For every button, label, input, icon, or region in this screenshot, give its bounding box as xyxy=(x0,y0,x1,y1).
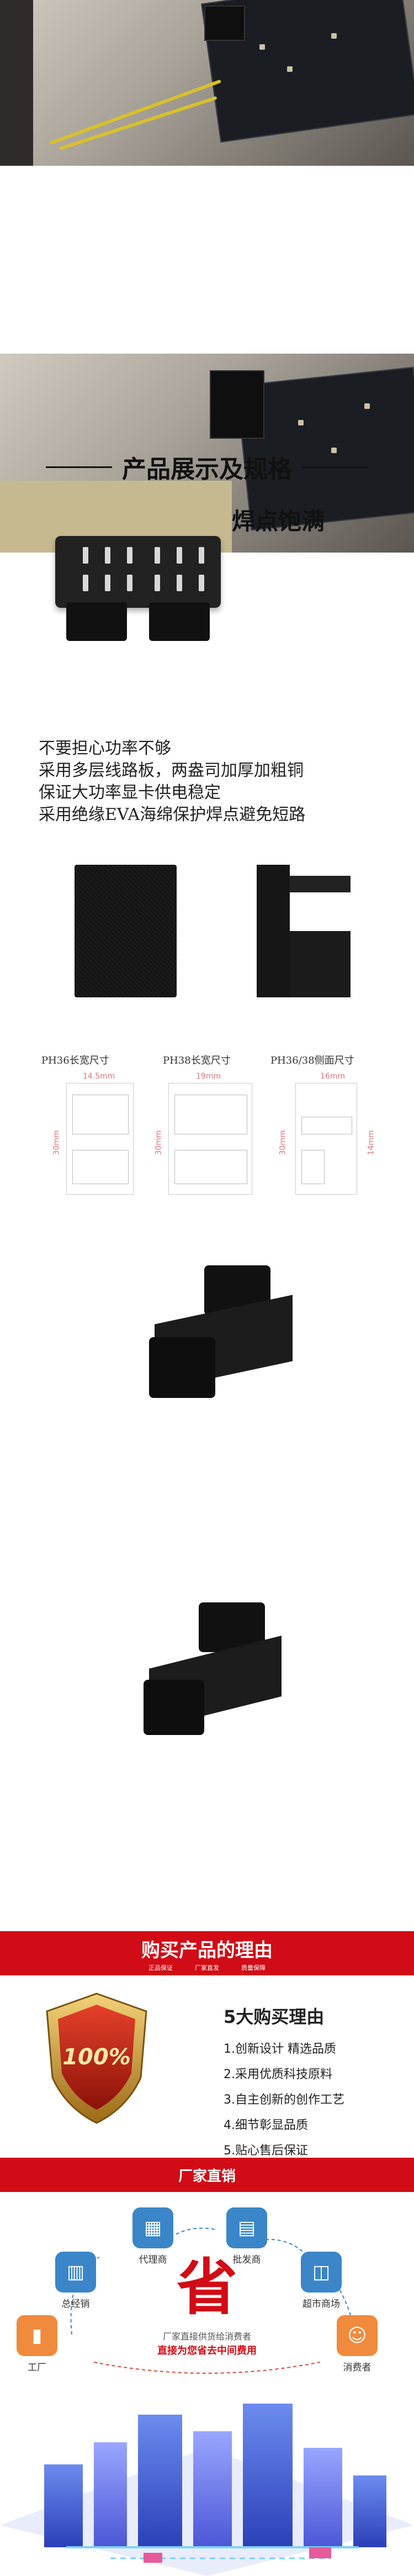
node-factory: ▮ 工厂 xyxy=(17,2315,57,2373)
adapter-product-image xyxy=(44,514,232,641)
node-label: 总经销 xyxy=(61,2299,90,2310)
node-label: 代理商 xyxy=(139,2254,167,2265)
case-edge xyxy=(0,0,33,166)
height-value: 30mm xyxy=(154,1130,163,1155)
feature-line: 采用多层线路板，两盎司加厚加粗铜 xyxy=(39,761,304,780)
factory-banner-title: 厂家直销 xyxy=(178,2168,236,2185)
dim-label-side: PH36/38侧面尺寸 xyxy=(270,1055,354,1066)
factory-banner: 厂家直销 xyxy=(0,2158,414,2192)
solder-pin xyxy=(199,547,204,564)
solder-pin xyxy=(83,575,88,591)
power-wire xyxy=(49,79,222,145)
product-photo-installed-1 xyxy=(0,0,414,166)
agent-icon: ▦ xyxy=(132,2207,173,2248)
solder-pin xyxy=(127,575,132,591)
power-wire xyxy=(59,96,217,151)
specs-section-header: 产品展示及规格 xyxy=(0,450,414,483)
specs-section-title: 产品展示及规格 xyxy=(122,455,292,483)
node-label: 批发商 xyxy=(232,2254,261,2265)
adapter-connector xyxy=(210,370,264,439)
pcb-component xyxy=(331,448,337,453)
pcb-component xyxy=(287,66,293,72)
reason-item: 3.自主创新的创作工艺 xyxy=(224,2093,344,2107)
node-label: 工厂 xyxy=(28,2362,46,2373)
width-value: 14.5mm xyxy=(83,1072,115,1081)
feature-line: 不要担心功率不够 xyxy=(39,739,171,758)
width-value: 16mm xyxy=(320,1072,346,1081)
node-agent: ▦ 代理商 xyxy=(132,2207,173,2265)
adapter-connector-right xyxy=(149,602,210,641)
dim-drawing-side xyxy=(295,1083,357,1195)
height-value: 14mm xyxy=(367,1130,376,1155)
node-wholesaler: ▤ 批发商 xyxy=(226,2207,267,2265)
adapter-render-2 xyxy=(132,1591,298,1763)
tagline-row: 焊点饱满 xyxy=(0,503,414,536)
wholesaler-icon: ▤ xyxy=(226,2207,267,2248)
save-big-char: 省 xyxy=(177,2252,237,2323)
feature-line: 采用绝缘EVA海绵保护焊点避免短路 xyxy=(39,805,306,824)
solder-pin xyxy=(177,547,182,564)
factory-icon: ▮ xyxy=(17,2315,57,2356)
divider-left xyxy=(46,466,112,468)
solder-pin xyxy=(177,575,182,591)
solder-pin xyxy=(105,575,110,591)
solder-pin xyxy=(105,547,110,564)
reason-item: 2.采用优质科技原料 xyxy=(224,2068,332,2081)
banner-tag: 厂家直发 xyxy=(195,1964,219,1972)
solder-pin xyxy=(83,547,88,564)
city-graphic xyxy=(0,2404,414,2576)
factory-line1: 厂家直接供货给消费者 xyxy=(162,2331,251,2342)
dim-label-ph38: PH38长宽尺寸 xyxy=(163,1055,231,1066)
adapter-pcb-top xyxy=(55,536,221,608)
adapter-connector-left xyxy=(66,602,127,641)
feature-text-block: 不要担心功率不够 采用多层线路板，两盎司加厚加粗铜 保证大功率显卡供电稳定 采用… xyxy=(39,738,403,826)
node-consumer: ☺ 消费者 xyxy=(337,2315,378,2373)
distributor-icon: ▥ xyxy=(55,2252,96,2293)
retailer-icon: ◫ xyxy=(301,2252,342,2293)
dim-label-ph36: PH36长宽尺寸 xyxy=(41,1055,109,1066)
factory-line2: 直接为您省去中间费用 xyxy=(157,2345,257,2357)
solder-pin xyxy=(155,547,160,564)
reason-item: 5.贴心售后保证 xyxy=(224,2144,308,2158)
reasons-banner-tags: 正品保证 厂家直发 质量保障 xyxy=(148,1963,266,1972)
banner-tag: 质量保障 xyxy=(241,1964,266,1972)
adapter-connector xyxy=(204,6,245,41)
node-distributor: ▥ 总经销 xyxy=(55,2252,96,2310)
node-label: 超市商场 xyxy=(302,2299,340,2310)
solder-pin xyxy=(199,575,204,591)
distribution-diagram: ▦ 代理商 ▤ 批发商 ▥ 总经销 ◫ 超市商场 ▮ 工厂 ☺ 消费者 省 厂家… xyxy=(0,2196,414,2379)
pcb-component xyxy=(259,44,265,50)
eva-foam-front-image xyxy=(75,865,177,997)
shield-icon xyxy=(46,1993,147,2124)
banner-tag: 正品保证 xyxy=(148,1964,173,1972)
node-retailer: ◫ 超市商场 xyxy=(301,2252,342,2310)
solder-pin xyxy=(127,547,132,564)
consumer-icon: ☺ xyxy=(337,2315,378,2356)
pcb-component xyxy=(331,33,337,39)
dim-drawing-ph38 xyxy=(168,1083,252,1195)
reason-item: 4.细节彰显品质 xyxy=(224,2118,308,2132)
node-label: 消费者 xyxy=(343,2362,371,2373)
reasons-banner-title: 购买产品的理由 xyxy=(141,1939,273,1962)
dim-drawing-ph36 xyxy=(66,1083,134,1195)
pcb-component xyxy=(364,403,370,409)
reasons-banner: 购买产品的理由 正品保证 厂家直发 质量保障 xyxy=(0,1931,414,1975)
quality-badge: 100% xyxy=(39,1989,155,2127)
tagline-text: 焊点饱满 xyxy=(232,508,325,535)
feature-line: 保证大功率显卡供电稳定 xyxy=(39,783,221,802)
solder-pin xyxy=(155,575,160,591)
reasons-heading: 5大购买理由 xyxy=(224,2006,325,2027)
reasons-list: 1.创新设计 精选品质 2.采用优质科技原料 3.自主创新的创作工艺 4.细节彰… xyxy=(224,2039,400,2166)
isometric-city-illustration xyxy=(0,2382,414,2576)
divider-right xyxy=(302,466,368,468)
height-value: 30mm xyxy=(52,1130,61,1155)
badge-text: 100% xyxy=(62,2044,131,2070)
reason-item: 1.创新设计 精选品质 xyxy=(224,2042,336,2056)
height-value: 30mm xyxy=(278,1130,288,1155)
eva-foam-side-image xyxy=(257,865,356,1000)
adapter-render-1 xyxy=(138,1249,304,1415)
width-value: 19mm xyxy=(196,1072,221,1081)
pcb-component xyxy=(298,420,304,425)
